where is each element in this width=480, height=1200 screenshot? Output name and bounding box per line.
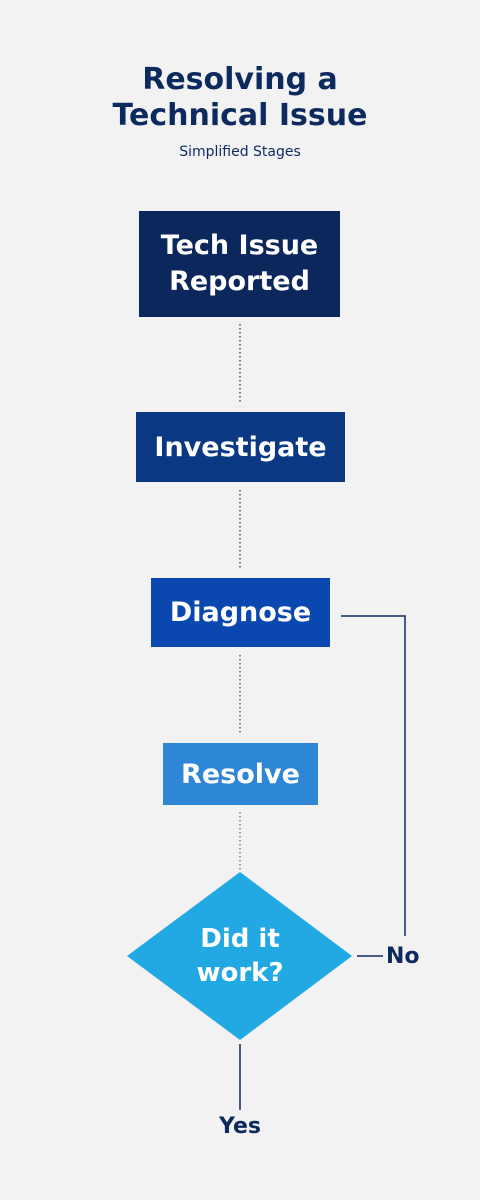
decision-label-line2: work? (196, 958, 284, 988)
step-label: Diagnose (169, 597, 312, 628)
no-loop-connector (341, 615, 406, 936)
branch-no-label: No (386, 944, 420, 969)
decision-label: Did it work? (170, 918, 310, 994)
step-label-line1: Tech Issue (160, 230, 319, 261)
decision-diamond (127, 872, 352, 1040)
step-tech-issue-reported: Tech Issue Reported (139, 211, 340, 317)
page-subtitle: Simplified Stages (179, 144, 301, 160)
step-investigate: Investigate (136, 412, 345, 482)
step-label: Resolve (181, 758, 300, 790)
step-label-line2: Reported (169, 266, 310, 297)
decision-label-line1: Did it (200, 924, 280, 954)
branch-yes-label: Yes (219, 1114, 261, 1139)
page-title-line2: Technical Issue (112, 98, 368, 133)
page-title-line1: Resolving a (142, 62, 338, 97)
step-label: Investigate (154, 431, 327, 463)
step-diagnose: Diagnose (151, 578, 330, 647)
step-resolve: Resolve (163, 743, 318, 805)
